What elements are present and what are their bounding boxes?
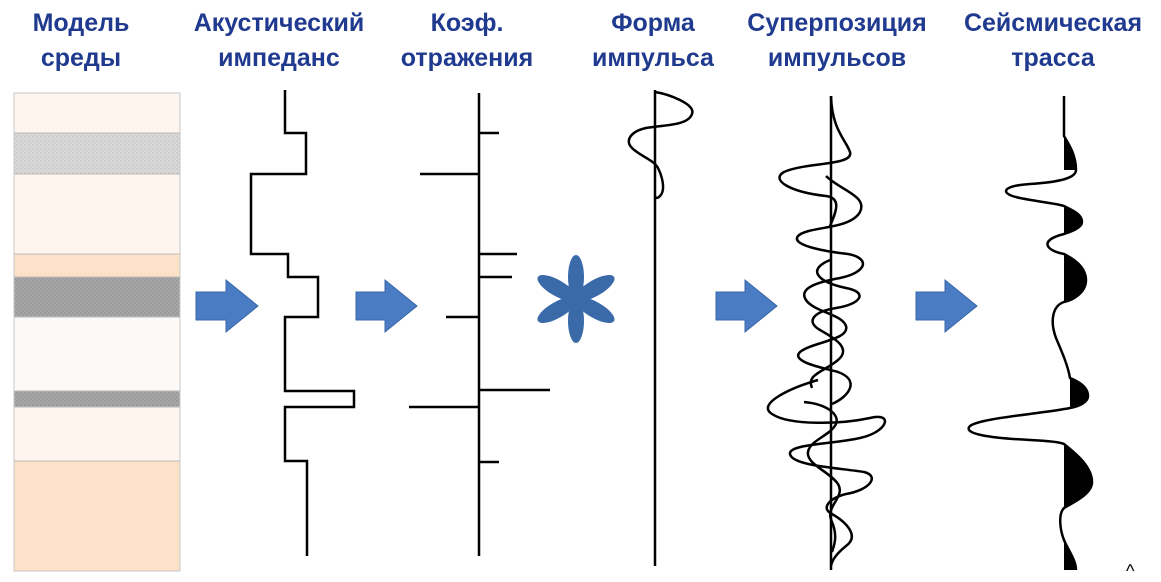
- title-superposition: Суперпозиция импульсов: [747, 9, 927, 72]
- impedance-curve: [249, 90, 356, 556]
- arrow-4: [915, 278, 978, 334]
- convolution-asterisk: [537, 255, 615, 343]
- title-reflection: Коэф. отражения: [400, 9, 534, 72]
- layer-8: [14, 407, 180, 461]
- earth-model: [13, 92, 181, 572]
- arrow-1: [195, 278, 259, 334]
- layer-5: [14, 277, 180, 317]
- layer-2: [14, 133, 180, 174]
- corner-mark: ^: [1126, 561, 1135, 581]
- layer-3: [14, 174, 180, 254]
- arrow-2: [355, 278, 418, 334]
- reflection-series: [409, 93, 550, 556]
- superposition: [766, 95, 887, 570]
- arrow-3: [715, 278, 778, 334]
- layer-9: [14, 461, 180, 571]
- title-impedance: Акустический импеданс: [193, 9, 365, 72]
- title-wavelet: Форма импульса: [592, 9, 714, 72]
- seismic-trace: [967, 96, 1094, 571]
- layer-4: [14, 254, 180, 277]
- wavelet: [627, 90, 694, 566]
- title-seismic-trace: Сейсмическая трасса: [963, 9, 1143, 72]
- layer-1: [14, 93, 180, 133]
- layer-6: [14, 317, 180, 391]
- layer-7: [14, 391, 180, 407]
- title-model: Модель среды: [32, 9, 130, 72]
